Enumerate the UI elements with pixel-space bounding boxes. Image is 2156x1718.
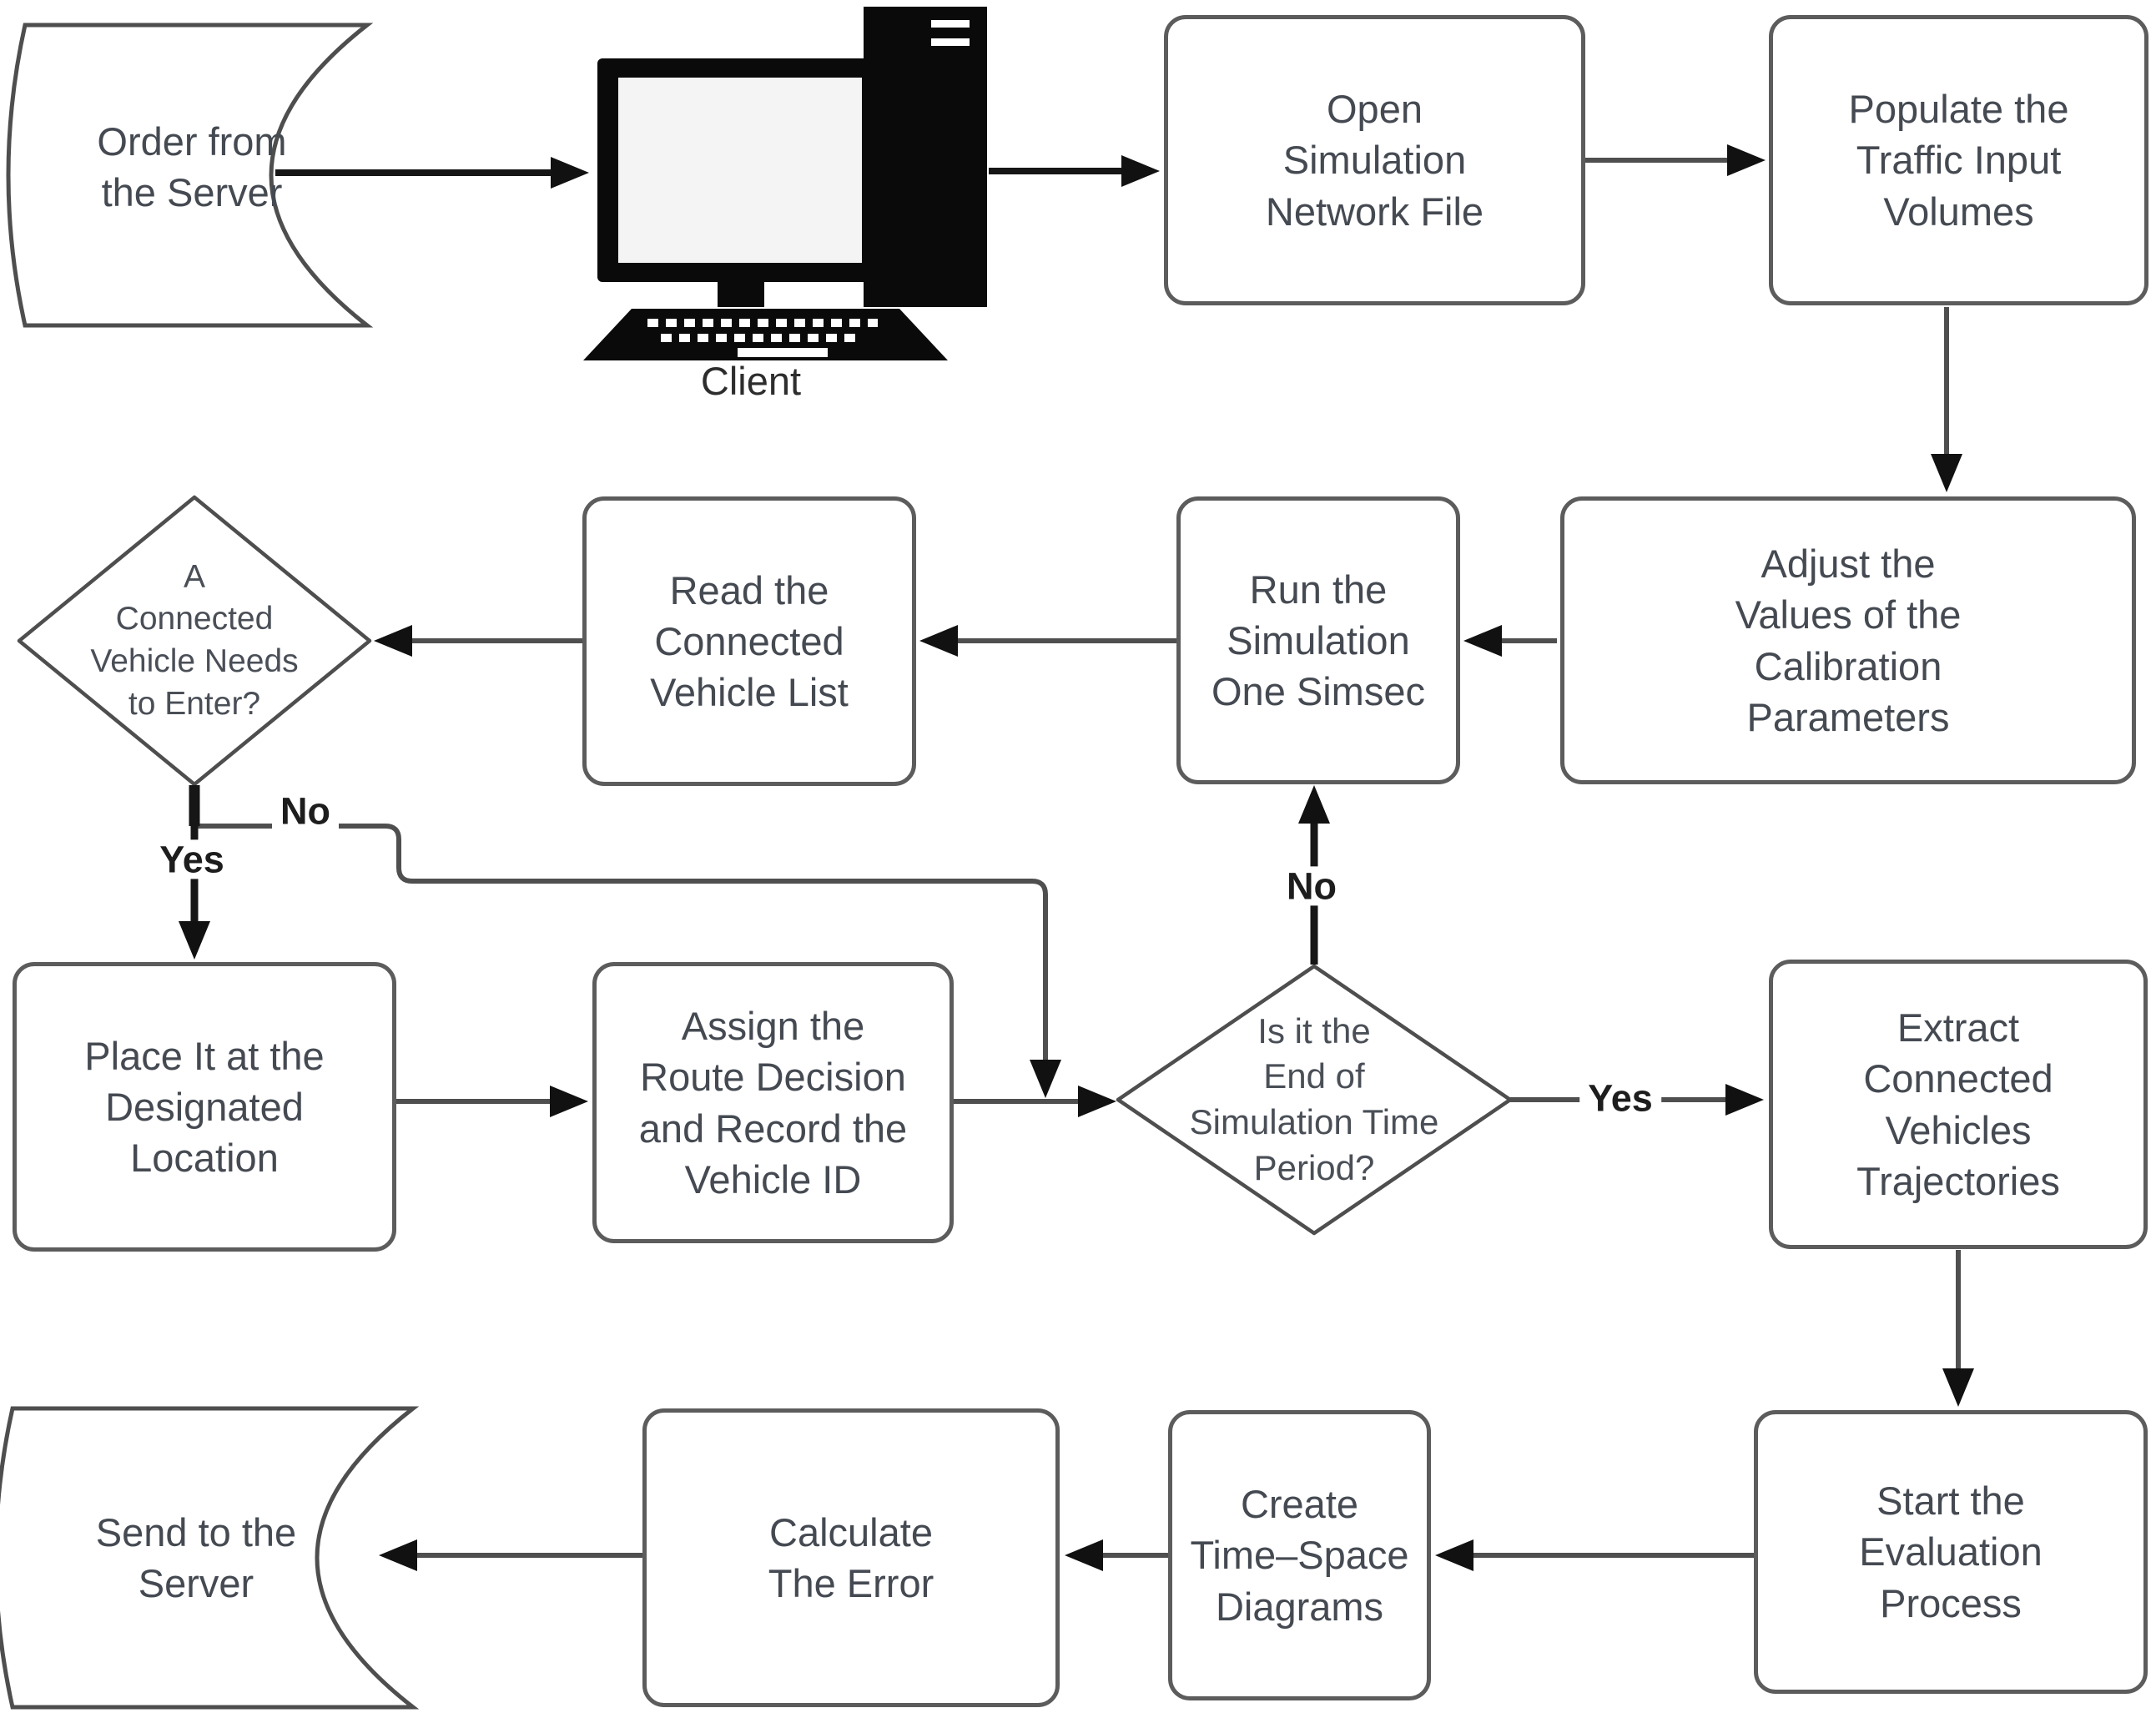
arrowhead-into-place	[179, 921, 210, 960]
node-start-evaluation-process: Start the Evaluation Process	[1754, 1410, 2148, 1694]
stored-data-shape-order-from-server	[6, 23, 374, 328]
node-open-simulation-network-file: Open Simulation Network File	[1164, 15, 1585, 305]
arrowhead-into-populate	[1727, 144, 1766, 176]
arrowhead-into-diamond1	[374, 625, 412, 657]
arrowhead-into-start	[1942, 1368, 1974, 1407]
arrowhead-into-read	[919, 625, 958, 657]
edge-label-no-diamond2: No	[1278, 866, 1345, 906]
arrowhead-no-merge	[1030, 1060, 1061, 1098]
arrowhead-into-adjust	[1931, 454, 1962, 492]
decision-diamond-vehicle-enter	[17, 495, 372, 787]
arrowhead-into-diamond2	[1078, 1086, 1116, 1117]
arrowhead-into-run	[1463, 625, 1502, 657]
node-run-simulation-one-simsec: Run the Simulation One Simsec	[1176, 496, 1460, 784]
node-order-from-server-label: Order from the Server	[97, 118, 287, 214]
arrowheads	[179, 144, 1974, 1571]
computer-icon	[583, 7, 987, 360]
arrowhead-into-calculate	[1065, 1539, 1103, 1571]
arrowhead-into-create	[1435, 1539, 1473, 1571]
arrowhead-into-extract	[1725, 1084, 1764, 1116]
edge-label-no-diamond1: No	[272, 791, 339, 831]
arrowhead-into-run-bottom	[1298, 785, 1330, 824]
node-create-time-space-diagrams: Create Time–Space Diagrams	[1168, 1410, 1431, 1700]
arrowhead-into-client	[551, 157, 589, 189]
edge-no-branch-elbow	[194, 824, 1048, 1061]
decision-end-of-simulation-label: Is it the End of Simulation Time Period?	[1189, 1010, 1439, 1187]
node-extract-connected-vehicles-trajectories: Extract Connected Vehicles Trajectories	[1769, 960, 2148, 1249]
node-populate-traffic-input-volumes: Populate the Traffic Input Volumes	[1769, 15, 2148, 305]
node-place-at-designated-location: Place It at the Designated Location	[13, 962, 396, 1252]
decision-vehicle-enter-label: A Connected Vehicle Needs to Enter?	[90, 558, 299, 722]
node-read-connected-vehicle-list: Read the Connected Vehicle List	[582, 496, 916, 786]
node-assign-route-decision: Assign the Route Decision and Record the…	[592, 962, 954, 1243]
node-adjust-calibration-parameters: Adjust the Values of the Calibration Par…	[1560, 496, 2136, 784]
arrowhead-into-send	[379, 1539, 417, 1571]
edge-label-yes-diamond1: Yes	[151, 839, 233, 879]
edge-label-yes-diamond2: Yes	[1579, 1078, 1661, 1118]
client-caption: Client	[700, 359, 802, 404]
connector-lines	[194, 158, 1961, 1558]
node-send-to-server-label: Send to the Server	[95, 1509, 297, 1605]
arrowhead-into-assign	[550, 1086, 588, 1117]
arrowhead-into-open	[1121, 155, 1160, 187]
stored-data-shape-send-to-server	[0, 1406, 420, 1710]
node-calculate-the-error: Calculate The Error	[642, 1408, 1060, 1707]
